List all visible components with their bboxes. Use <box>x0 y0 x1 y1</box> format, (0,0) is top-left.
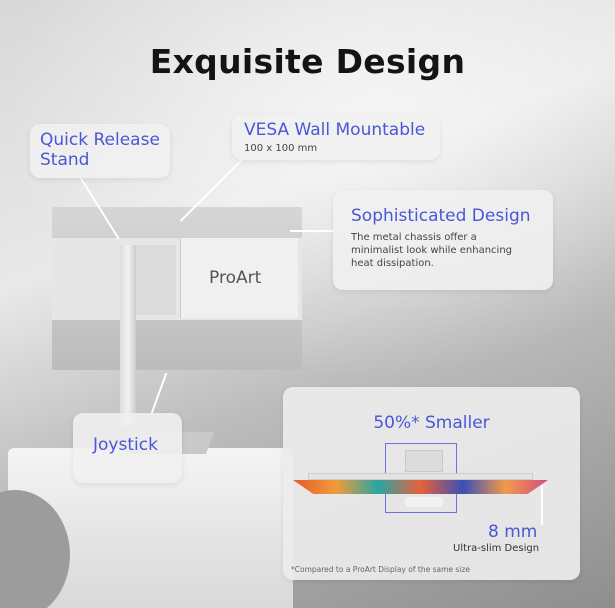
slim-design-panel: 50%* Smaller 8 mm Ultra-slim Design *Com… <box>283 387 580 580</box>
footnote: *Compared to a ProArt Display of the sam… <box>291 565 470 574</box>
stand-top <box>405 450 443 472</box>
leader-line <box>290 230 335 232</box>
stand-bottom <box>405 497 443 507</box>
size-headline: 50%* Smaller <box>373 413 490 433</box>
callout-title: Quick Release Stand <box>40 130 160 170</box>
callout-vesa: VESA Wall Mountable 100 x 100 mm <box>232 114 440 160</box>
brand-logo: ProArt <box>209 268 262 288</box>
callout-detail: 100 x 100 mm <box>244 143 318 154</box>
thickness-value: 8 mm <box>488 522 538 542</box>
monitor-screen <box>293 480 548 494</box>
callout-title: Joystick <box>93 435 158 455</box>
callout-detail: The metal chassis offer a minimalist loo… <box>351 232 513 269</box>
callout-quick-release: Quick Release Stand <box>30 124 170 178</box>
callout-title: VESA Wall Mountable <box>244 120 426 140</box>
callout-title: Sophisticated Design <box>351 206 531 226</box>
rear-cover: ProArt <box>180 238 298 318</box>
stand-mount <box>136 245 176 315</box>
callout-sophisticated: Sophisticated Design The metal chassis o… <box>333 190 553 290</box>
thickness-caption: Ultra-slim Design <box>453 543 540 554</box>
monitor-top-edge <box>308 473 533 480</box>
callout-joystick: Joystick <box>73 413 182 483</box>
page-title: Exquisite Design <box>149 42 466 81</box>
stand-pole <box>120 245 136 425</box>
thickness-leader <box>541 485 543 525</box>
